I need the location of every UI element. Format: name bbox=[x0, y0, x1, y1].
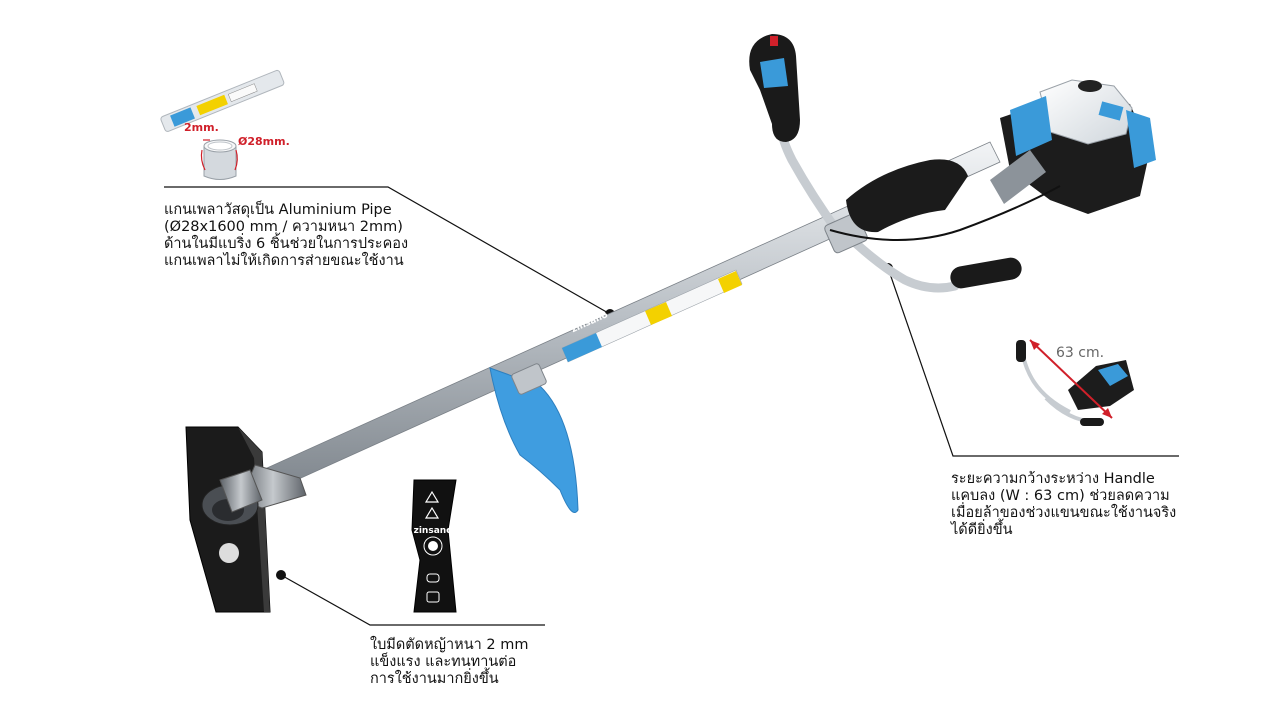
diameter-arrow bbox=[200, 149, 238, 171]
handlebar bbox=[749, 34, 1022, 293]
pipe-callout: แกนเพลาวัสดุเป็น Aluminium Pipe (Ø28x160… bbox=[164, 202, 408, 270]
handle-callout-line: แคบลง (W : 63 cm) ช่วยลดความ bbox=[951, 488, 1170, 504]
blade-product bbox=[411, 479, 457, 613]
pipe-callout-line: ด้านในมีแบริ่ง 6 ชิ้นช่วยในการประคอง bbox=[164, 236, 409, 252]
pipe-thickness-label: 2mm. bbox=[184, 121, 219, 134]
pipe-callout-line: แกนเพลาวัสดุเป็น Aluminium Pipe bbox=[164, 202, 392, 218]
handle-width-label: 63 cm. bbox=[1056, 345, 1105, 361]
pipe-section bbox=[160, 69, 285, 132]
harness-strap bbox=[846, 159, 968, 233]
right-grip bbox=[950, 257, 1022, 289]
pipe-callout-line: แกนเพลาไม่ให้เกิดการส่ายขณะใช้งาน bbox=[164, 253, 404, 269]
engine bbox=[829, 79, 1156, 241]
handle-width-arrow bbox=[1029, 339, 1113, 419]
handle-callout-line: ระยะความกว้างระหว่าง Handle bbox=[951, 471, 1155, 487]
handle-callout-line: ได้ดียิ่งขึ้น bbox=[951, 522, 1013, 538]
pipe-callout-line: (Ø28x1600 mm / ความหนา 2mm) bbox=[164, 219, 403, 235]
blade-guard bbox=[489, 367, 579, 513]
blade-callout-line: ใบมีดตัดหญ้าหนา 2 mm bbox=[370, 637, 529, 653]
handle-inset bbox=[1016, 339, 1134, 426]
blade-callout-line: การใช้งานมากยิ่งขึ้น bbox=[370, 671, 499, 687]
cutting-head bbox=[185, 426, 307, 613]
blade-brand-label: zinsano bbox=[413, 526, 453, 536]
blade-callout-line: แข็งแรง และทนทานต่อ bbox=[370, 654, 517, 670]
handle-callout-line: เมื่อยล้าของช่วงแขนขณะใช้งานจริง bbox=[951, 505, 1177, 521]
aluminium-shaft bbox=[257, 141, 1001, 493]
pipe-inset bbox=[160, 69, 285, 180]
throttle-grip bbox=[749, 34, 800, 142]
pipe-cross-section bbox=[203, 139, 237, 180]
pipe-diameter-label: Ø28mm. bbox=[238, 135, 290, 148]
handle-callout: ระยะความกว้างระหว่าง Handle แคบลง (W : 6… bbox=[951, 471, 1176, 539]
guard-clamp bbox=[511, 363, 547, 395]
blade-callout: ใบมีดตัดหญ้าหนา 2 mm แข็งแรง และทนทานต่อ… bbox=[370, 637, 528, 688]
leader-lines bbox=[164, 186, 1179, 626]
